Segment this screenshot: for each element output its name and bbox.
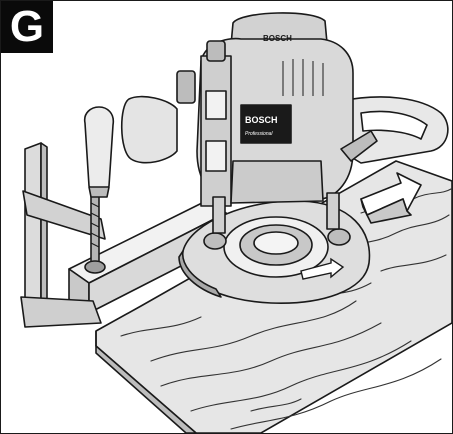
brand-top-label: BOSCH [263,34,292,43]
base-arrow-icon [300,257,345,280]
brand-body-label: BOSCH [245,115,278,125]
router-motor-housing [176,12,378,234]
bar-clamp [20,106,115,328]
left-handle [120,95,178,164]
brand-sub-label: Professional [245,131,273,137]
feed-direction-arrow-icon [360,172,422,224]
router-base [178,200,371,304]
figure-label-badge: G [1,1,53,53]
